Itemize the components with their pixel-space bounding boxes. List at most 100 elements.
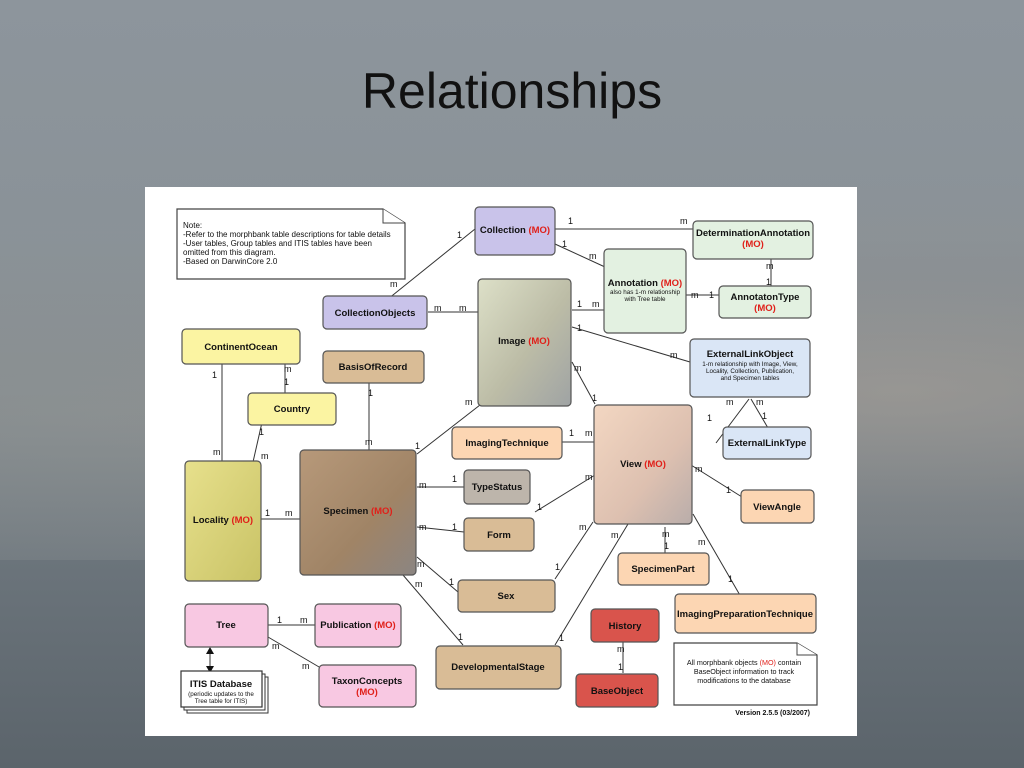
svg-text:1: 1 — [569, 428, 574, 438]
entity-publication[interactable]: Publication (MO) — [314, 603, 402, 648]
svg-text:m: m — [617, 644, 625, 654]
relationship-diagram: 1 m 1 m 1 m m 1 m 1 m m 1 m 1 m m 1 1 m … — [176, 206, 818, 717]
svg-text:m: m — [459, 303, 467, 313]
external-link-object-label: ExternalLinkObject — [707, 349, 794, 360]
entity-locality[interactable]: Locality (MO) — [184, 460, 262, 582]
base-note-line-1a: All morphbank objects — [687, 658, 758, 667]
locality-label: Locality — [193, 515, 230, 526]
image-label: Image — [498, 336, 525, 347]
entity-history[interactable]: History — [590, 608, 660, 643]
mo-tag: (MO) — [356, 687, 378, 698]
svg-text:1: 1 — [449, 577, 454, 587]
svg-text:All morphbank objects (MO) con: All morphbank objects (MO) contain — [687, 658, 801, 667]
entity-country[interactable]: Country — [247, 392, 337, 426]
relationship-lines — [206, 228, 772, 675]
determination-label: DeterminationAnnotation — [696, 228, 810, 239]
mo-tag: (MO) — [528, 336, 550, 347]
entity-developmental-stage[interactable]: DevelopmentalStage — [435, 645, 562, 690]
entity-continent-ocean[interactable]: ContinentOcean — [181, 328, 301, 365]
svg-text:1: 1 — [709, 290, 714, 300]
entity-specimen-part[interactable]: SpecimenPart — [617, 552, 710, 586]
entity-imaging-technique[interactable]: ImagingTechnique — [451, 426, 563, 460]
entity-determination-annotation[interactable]: DeterminationAnnotation (MO) — [692, 220, 814, 260]
version-label: Version 2.5.5 (03/2007) — [735, 710, 810, 717]
annotation-type-label: AnnotatonType — [731, 292, 800, 303]
entity-type-status[interactable]: TypeStatus — [463, 469, 531, 505]
svg-text:m: m — [766, 261, 774, 271]
svg-text:m: m — [284, 364, 292, 374]
svg-text:m: m — [726, 397, 734, 407]
entity-form[interactable]: Form — [463, 517, 535, 552]
mo-tag: (MO) — [371, 506, 393, 517]
tree-label: Tree — [216, 620, 236, 631]
svg-text:m: m — [419, 522, 427, 532]
note-line-4: omitted from this diagram. — [183, 248, 275, 257]
svg-text:1: 1 — [726, 485, 731, 495]
svg-text:m: m — [302, 661, 310, 671]
svg-text:m: m — [585, 472, 593, 482]
itis-sub-2: Tree table for ITIS) — [195, 698, 248, 705]
svg-text:1: 1 — [707, 413, 712, 423]
svg-text:m: m — [272, 641, 280, 651]
svg-text:1: 1 — [458, 632, 463, 642]
history-label: History — [609, 621, 642, 632]
svg-text:View (MO): View (MO) — [620, 459, 666, 470]
entity-external-link-type[interactable]: ExternalLinkType — [722, 426, 812, 460]
publication-label: Publication — [320, 620, 371, 631]
entity-external-link-object[interactable]: ExternalLinkObject 1-m relationship with… — [689, 338, 811, 398]
specimen-part-label: SpecimenPart — [631, 564, 695, 575]
entity-view[interactable]: View (MO) — [593, 404, 693, 525]
view-angle-label: ViewAngle — [753, 502, 801, 513]
svg-text:m: m — [261, 451, 269, 461]
svg-text:m: m — [390, 279, 398, 289]
developmental-stage-label: DevelopmentalStage — [451, 662, 544, 673]
entity-basis-of-record[interactable]: BasisOfRecord — [322, 350, 425, 384]
svg-text:m: m — [662, 529, 670, 539]
specimen-label: Specimen — [323, 506, 368, 517]
svg-text:1: 1 — [577, 299, 582, 309]
svg-text:m: m — [213, 447, 221, 457]
svg-text:m: m — [589, 251, 597, 261]
svg-text:m: m — [670, 350, 678, 360]
entity-base-object[interactable]: BaseObject — [575, 673, 659, 708]
entity-annotation-type[interactable]: AnnotatonType (MO) — [718, 285, 812, 319]
mo-tag: (MO) — [661, 278, 683, 289]
svg-text:m: m — [465, 397, 473, 407]
taxon-concepts-label: TaxonConcepts — [332, 676, 403, 687]
entity-imaging-preparation-technique[interactable]: ImagingPreparationTechnique — [674, 593, 817, 634]
entity-image[interactable]: Image (MO) — [477, 278, 572, 407]
svg-text:Locality (MO): Locality (MO) — [193, 515, 253, 526]
entity-specimen[interactable]: Specimen (MO) — [299, 449, 417, 576]
svg-text:m: m — [611, 530, 619, 540]
entity-annotation[interactable]: Annotation (MO) also has 1-m relationshi… — [603, 248, 687, 334]
svg-text:m: m — [434, 303, 442, 313]
svg-text:1: 1 — [592, 393, 597, 403]
external-sub-1: 1-m relationship with Image, View, — [702, 361, 798, 368]
svg-text:m: m — [285, 508, 293, 518]
continent-ocean-label: ContinentOcean — [204, 342, 278, 353]
note-line-2: -Refer to the morphbank table descriptio… — [183, 230, 391, 239]
annotation-label: Annotation — [608, 278, 658, 289]
note-line-5: -Based on DarwinCore 2.0 — [183, 257, 278, 266]
entity-sex[interactable]: Sex — [457, 579, 556, 613]
svg-text:Annotation (MO): Annotation (MO) — [608, 278, 682, 289]
entity-view-angle[interactable]: ViewAngle — [740, 489, 815, 524]
svg-text:1: 1 — [284, 377, 289, 387]
svg-text:1: 1 — [415, 441, 420, 451]
mo-tag: (MO) — [374, 620, 396, 631]
note-callout: Note: -Refer to the morphbank table desc… — [176, 208, 406, 280]
entity-taxon-concepts[interactable]: TaxonConcepts (MO) — [318, 664, 417, 708]
annotation-sub-2: with Tree table — [624, 296, 666, 303]
svg-text:m: m — [419, 480, 427, 490]
svg-text:1: 1 — [559, 633, 564, 643]
annotation-sub-1: also has 1-m relationship — [610, 289, 680, 296]
collection-label: Collection — [480, 225, 526, 236]
diagram-panel: 1 m 1 m 1 m m 1 m 1 m m 1 m 1 m m 1 1 m … — [145, 187, 857, 736]
entity-tree[interactable]: Tree — [184, 603, 269, 648]
base-note-line-1b: contain — [778, 658, 801, 667]
form-label: Form — [487, 530, 511, 541]
view-label: View — [620, 459, 642, 470]
entity-collection[interactable]: Collection (MO) — [474, 206, 556, 256]
entity-collection-objects[interactable]: CollectionObjects — [322, 295, 428, 330]
itis-database[interactable]: ITIS Database (periodic updates to the T… — [180, 670, 269, 714]
